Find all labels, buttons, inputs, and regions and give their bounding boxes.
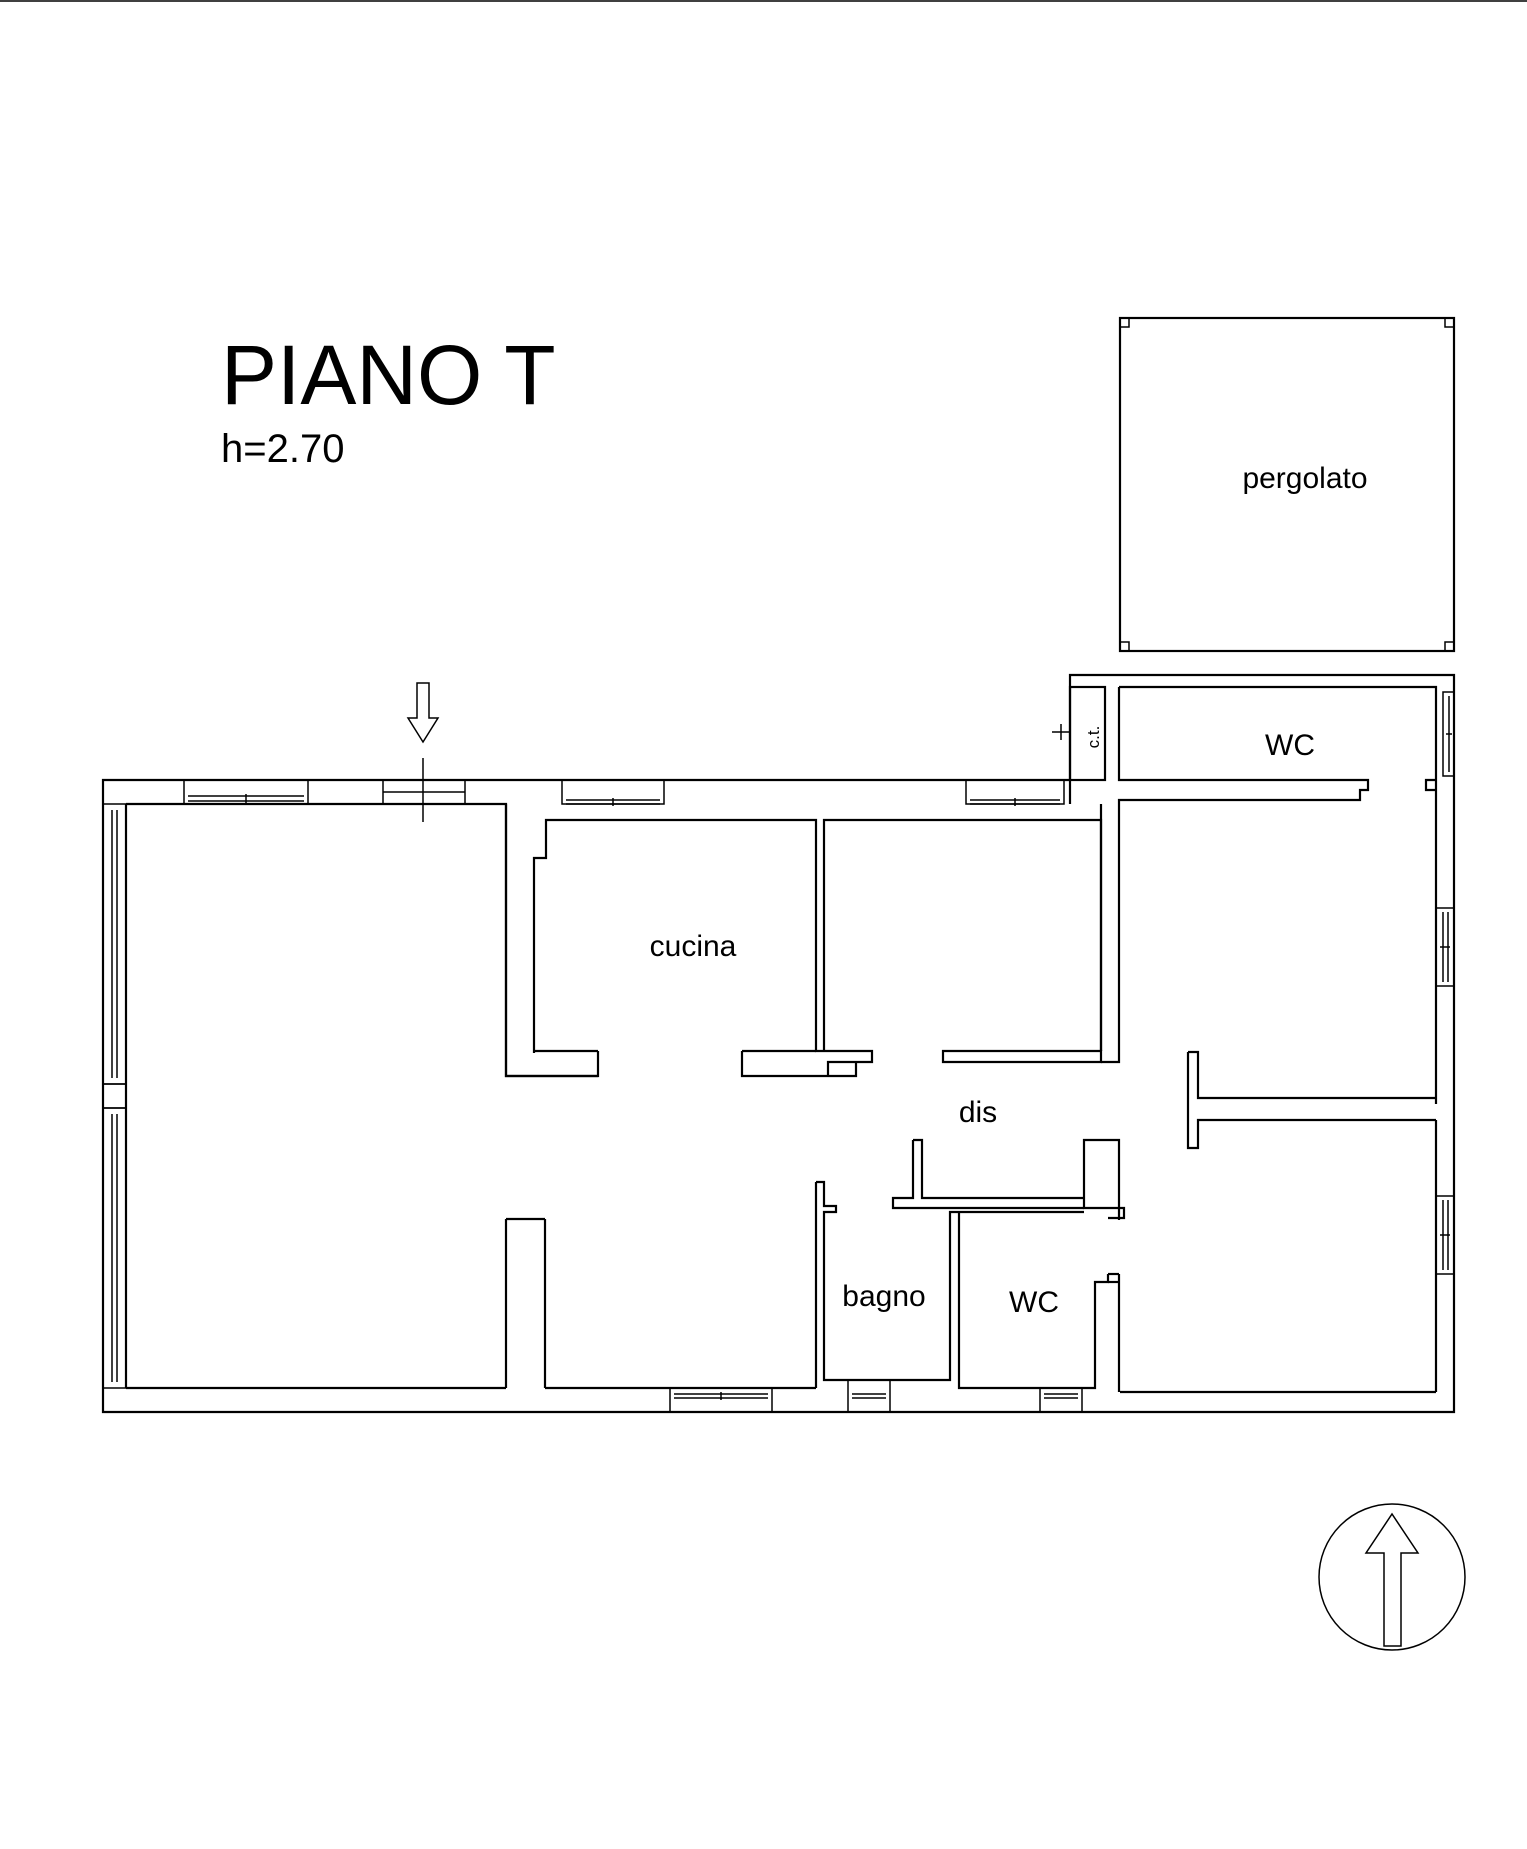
- wc-bottom-walls: WC: [957, 1210, 1119, 1390]
- window-right-top: [1442, 691, 1455, 777]
- room-label-dis: dis: [959, 1096, 997, 1129]
- bathroom-walls: bagno: [814, 1180, 959, 1388]
- right-inner-wall-steps: [1424, 778, 1436, 792]
- boiler-room: c.t.: [1052, 685, 1107, 782]
- room-label-wc-bottom: WC: [1009, 1286, 1059, 1319]
- ceiling-height-label: h=2.70: [221, 427, 344, 471]
- outer-walls: [101, 673, 1456, 1414]
- window-bottom-wc: [1039, 1387, 1083, 1413]
- room-label-cucina: cucina: [650, 930, 737, 963]
- plan-title: PIANO T: [221, 328, 556, 422]
- window-top-room: [965, 779, 1065, 806]
- window-right-middle: [1435, 907, 1455, 987]
- bedroom-center-walls: [822, 804, 1121, 1076]
- kitchen-walls: cucina: [504, 804, 858, 1078]
- room-label-bagno: bagno: [842, 1280, 925, 1313]
- corridor-walls: dis: [891, 1096, 1084, 1210]
- window-right-bottom: [1435, 1195, 1455, 1275]
- room-label-pergolato: pergolato: [1242, 462, 1367, 495]
- entrance-door: [382, 758, 466, 822]
- pergolato: pergolato: [1118, 316, 1456, 653]
- window-top-kitchen: [561, 779, 665, 806]
- window-bottom-bagno: [847, 1379, 891, 1413]
- room-label-wc-top: WC: [1265, 729, 1315, 762]
- window-top-living: [183, 779, 309, 805]
- window-bottom-living: [669, 1387, 773, 1413]
- entrance-arrow-icon: [406, 682, 440, 744]
- wc-top-walls: WC: [1117, 685, 1438, 804]
- window-left-upper: [102, 803, 127, 1109]
- window-left-lower: [102, 1107, 127, 1389]
- right-bedrooms-walls: [1082, 1050, 1436, 1392]
- room-label-ct: c.t.: [1084, 726, 1103, 749]
- north-arrow-icon: [1318, 1503, 1466, 1651]
